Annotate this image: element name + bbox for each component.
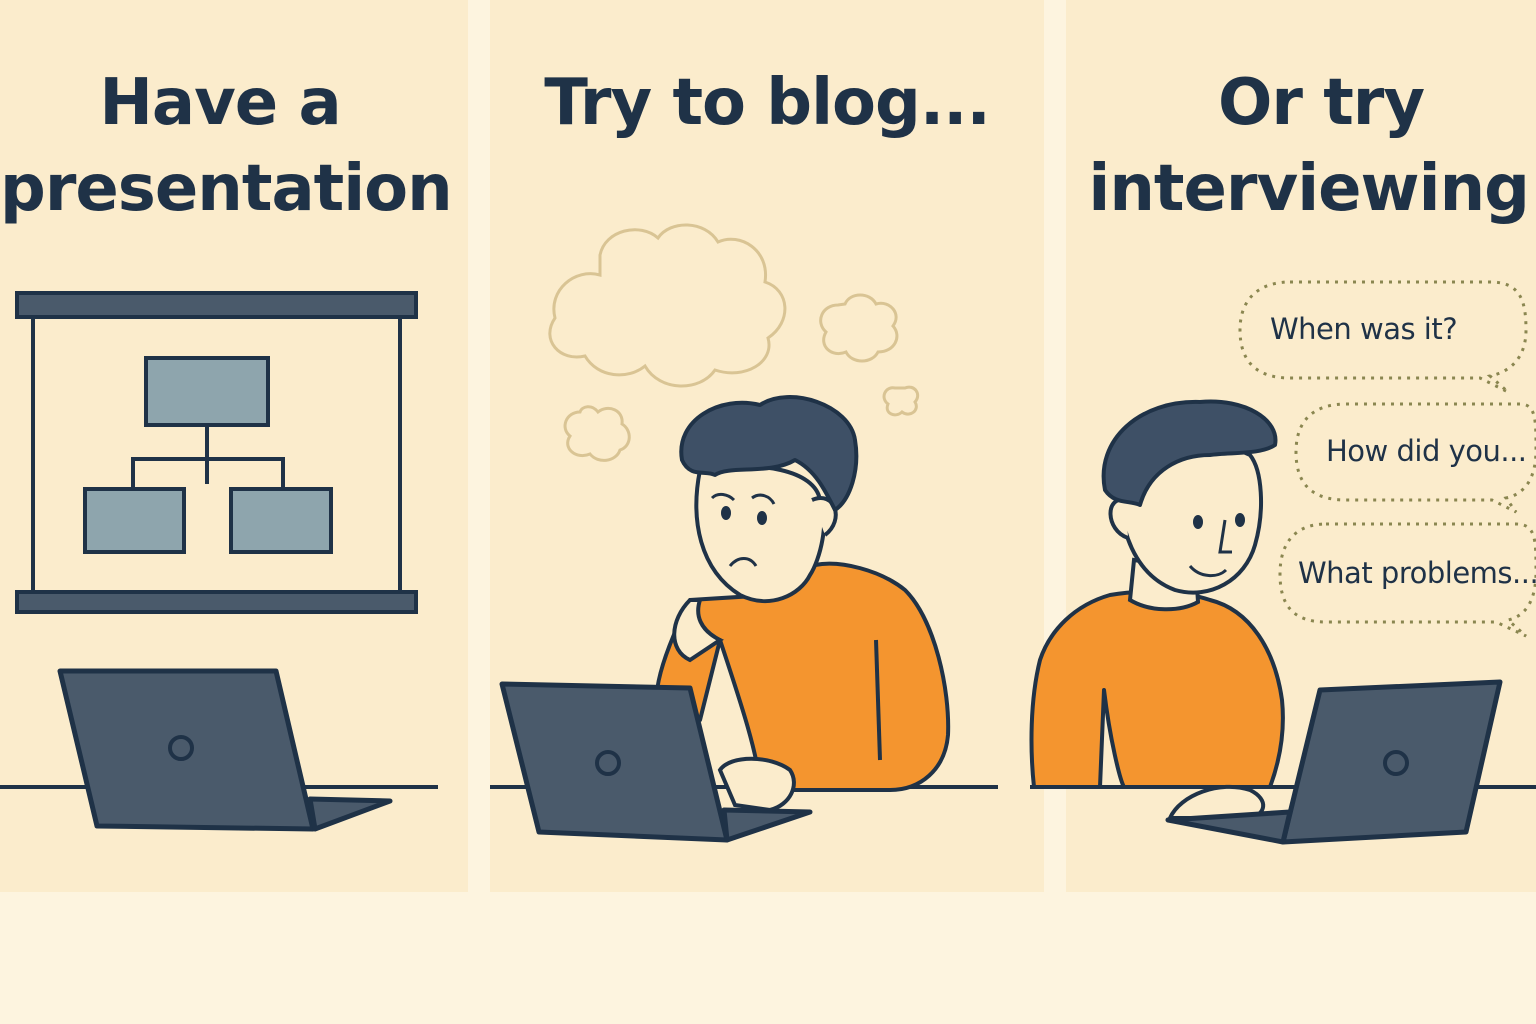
question-problems: What problems... xyxy=(1298,556,1536,590)
speech-bubbles xyxy=(1238,280,1536,638)
laptop-icon xyxy=(1165,679,1503,845)
title-line: Or try xyxy=(1217,66,1425,140)
title-line: Have a xyxy=(99,66,341,140)
blogger-person xyxy=(654,395,951,813)
question-how: How did you... xyxy=(1326,434,1527,468)
interviewer-person xyxy=(1029,399,1285,820)
laptop-icon xyxy=(499,681,813,843)
projector-screen xyxy=(15,291,418,614)
question-when: When was it? xyxy=(1270,312,1458,346)
panel-title-blog: Try to blog... xyxy=(490,60,1044,146)
org-chart-diagram xyxy=(83,356,333,554)
laptop-icon xyxy=(57,668,393,832)
title-line: interviewing: xyxy=(1088,152,1536,226)
thought-cloud-small xyxy=(563,293,920,462)
thought-cloud-large xyxy=(548,223,787,388)
panel-title-presentation: Have a presentation xyxy=(0,60,453,232)
panel-title-interview: Or try interviewing: xyxy=(1086,60,1536,232)
title-line: presentation xyxy=(0,152,453,226)
title-line: Try to blog... xyxy=(544,66,991,140)
